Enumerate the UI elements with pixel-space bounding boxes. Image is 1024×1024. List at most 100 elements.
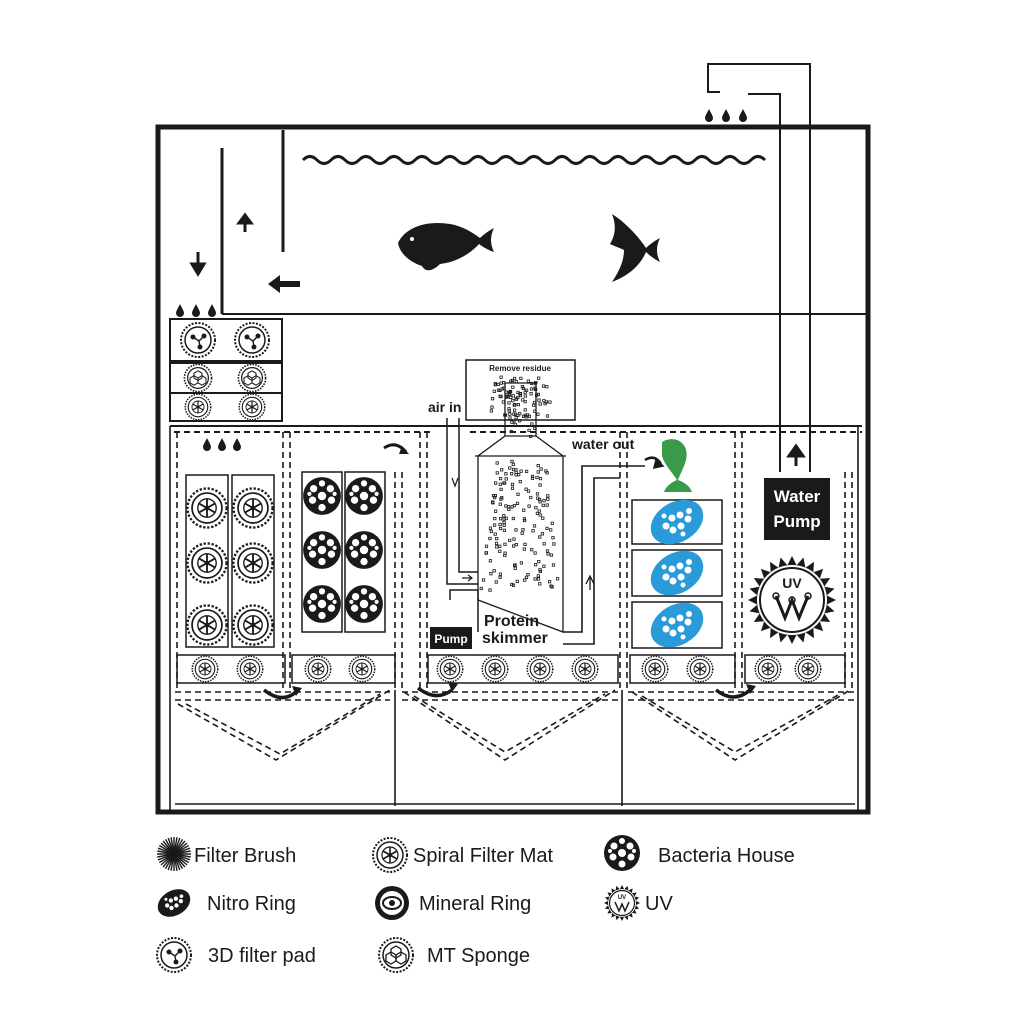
bubble (525, 388, 529, 392)
bubble (521, 528, 525, 532)
bubble (507, 409, 511, 413)
bubble (494, 580, 498, 584)
bubble (512, 503, 517, 508)
air-line (446, 418, 479, 632)
bubble (508, 466, 512, 470)
bubble (511, 385, 515, 389)
svg-text:3D filter pad: 3D filter pad (208, 945, 316, 967)
bubble (534, 563, 538, 567)
chamber-water-pump: Water Pump UV (748, 443, 836, 644)
bubble (551, 536, 555, 540)
bubble (514, 528, 518, 532)
bubble (511, 398, 515, 403)
bubble (519, 376, 523, 381)
bubble (509, 379, 513, 383)
bubble (527, 428, 531, 433)
bubble (498, 526, 503, 531)
bubble (507, 391, 511, 395)
sump-rim (170, 425, 862, 433)
bubble (529, 434, 533, 439)
bubble (536, 577, 541, 581)
bubble (495, 537, 499, 541)
bubble (532, 524, 537, 528)
chamber-spiral-mats (185, 438, 275, 648)
bubble (513, 412, 518, 416)
bubble (499, 487, 503, 492)
bubble (493, 382, 498, 386)
bubble (519, 469, 523, 473)
arrow-left-icon (268, 275, 300, 293)
bubble (533, 551, 537, 555)
bubble (493, 517, 497, 521)
bubble (509, 472, 514, 476)
bubble (498, 502, 502, 506)
bubble (556, 577, 560, 581)
bubble (533, 409, 537, 413)
bubble (511, 462, 515, 467)
bubble (524, 575, 529, 580)
svg-text:Spiral Filter Mat: Spiral Filter Mat (413, 845, 553, 867)
bubble (515, 501, 520, 506)
bubble (516, 402, 521, 407)
bubble (498, 522, 502, 527)
uv-icon: UV (604, 885, 640, 921)
bubble (499, 375, 503, 379)
bubble (537, 376, 541, 380)
water-pump-label-1: Water (774, 487, 821, 506)
bubble (504, 504, 508, 508)
svg-text:Filter Brush: Filter Brush (194, 845, 296, 867)
bubble (536, 392, 541, 397)
bubble (492, 389, 496, 393)
bubble (538, 402, 542, 406)
mt-sponge-icon (378, 937, 414, 973)
bubble (516, 492, 520, 496)
bubble (541, 516, 545, 520)
water-drops-top (705, 109, 747, 122)
bubble (518, 391, 523, 396)
bubble (542, 384, 546, 388)
bubble (508, 412, 512, 416)
bubble (537, 560, 541, 564)
display-tank (189, 130, 866, 315)
water-out-label: water out (571, 436, 635, 452)
bubble (552, 542, 556, 546)
bubble (542, 564, 546, 568)
svg-text:Nitro Ring: Nitro Ring (207, 893, 296, 915)
bubble (511, 583, 516, 587)
bubble (522, 508, 526, 512)
remove-residue-label: Remove residue (489, 364, 551, 373)
bubble (488, 526, 493, 530)
bubble (525, 469, 529, 474)
protein-skimmer-label-1: Protein (484, 613, 539, 630)
bubble (506, 395, 510, 399)
bubble (527, 504, 531, 508)
bubble (493, 509, 498, 513)
bubble (517, 472, 521, 477)
bubble (499, 497, 503, 501)
filter-brush-icon (157, 837, 191, 871)
uv-sterilizer: UV (748, 556, 836, 644)
bubble (512, 403, 516, 407)
bubble (538, 497, 542, 502)
bubble (523, 542, 527, 547)
bubble (537, 398, 541, 402)
bubble (538, 476, 543, 481)
bubble (538, 535, 542, 539)
bubble (536, 412, 540, 416)
bubble (524, 487, 528, 491)
bubble (501, 400, 506, 404)
nitro-ring-icon (157, 889, 191, 917)
arrow-up-icon (236, 212, 254, 232)
angelfish-icon (610, 214, 660, 282)
bubble (521, 398, 525, 402)
bubble (538, 569, 543, 574)
bubble (548, 400, 552, 404)
3d-filter-pad-icon (156, 937, 192, 973)
bubble (490, 397, 495, 401)
bubble (513, 563, 517, 567)
bubble (504, 472, 508, 476)
bubble (529, 381, 534, 386)
bubble (510, 486, 515, 490)
protein-skimmer: Remove residue Protein skimmer (465, 359, 576, 647)
bubble (526, 379, 531, 383)
